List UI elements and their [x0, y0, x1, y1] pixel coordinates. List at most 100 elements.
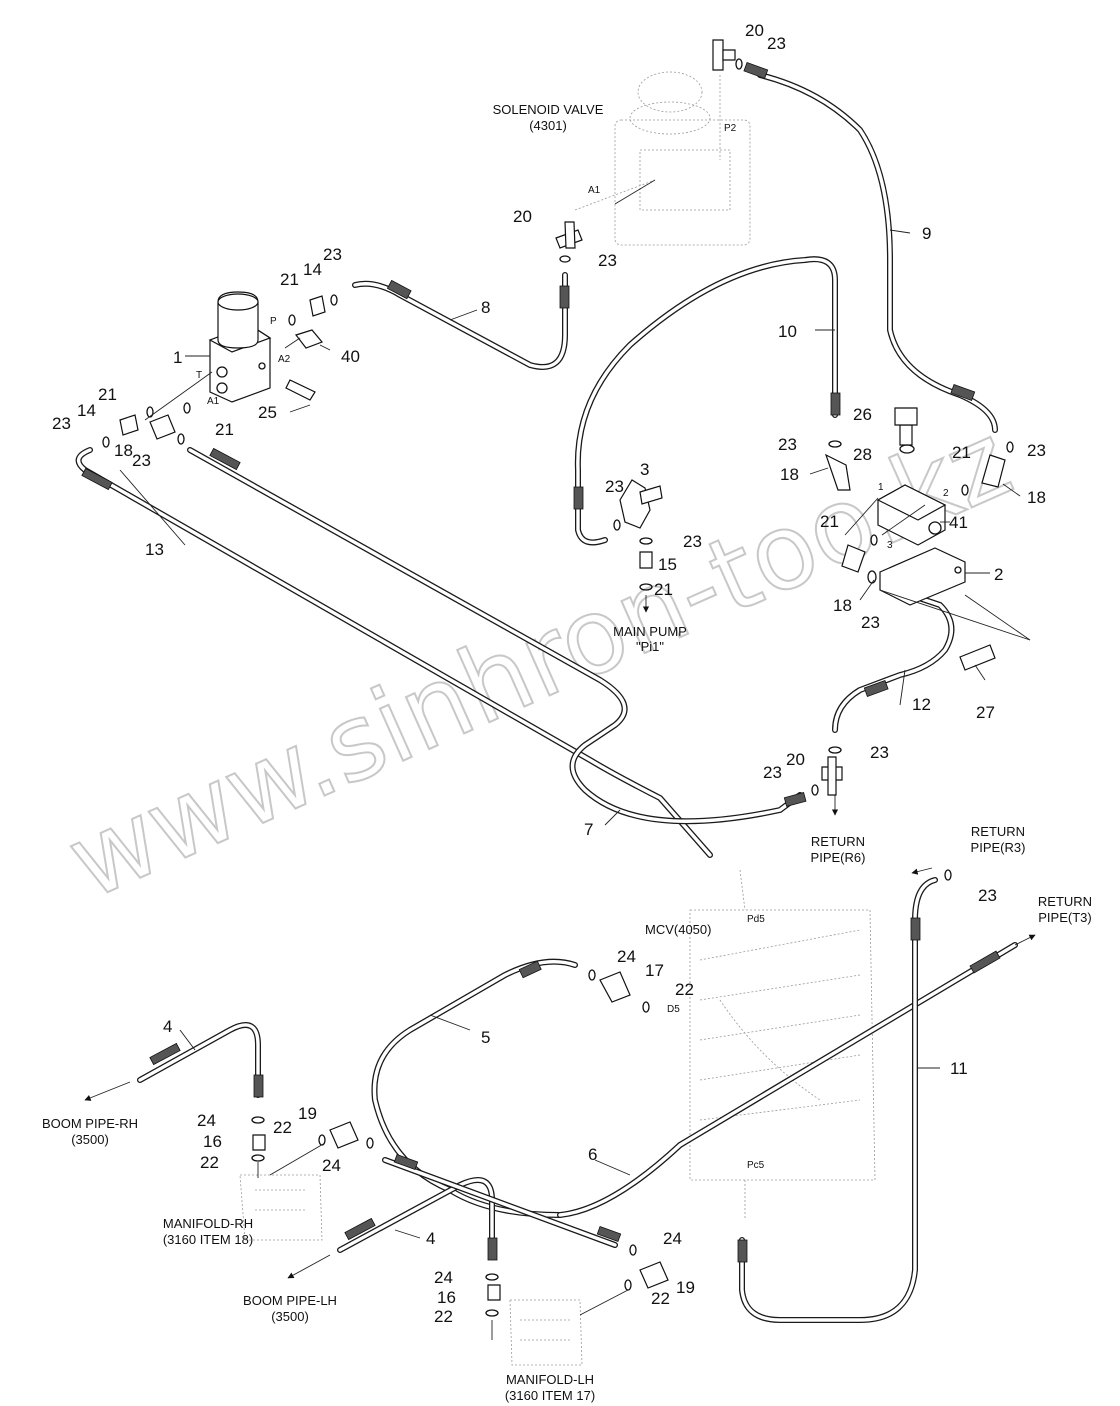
callout-24-c: 24 — [322, 1156, 341, 1175]
callout-25: 25 — [258, 403, 277, 422]
callout-18-b: 18 — [780, 465, 799, 484]
callout-19-a: 19 — [298, 1104, 317, 1123]
callout-27: 27 — [976, 703, 995, 722]
callout-24-e: 24 — [434, 1268, 453, 1287]
solenoid-valve-code: (4301) — [529, 118, 567, 133]
callout-11: 11 — [950, 1059, 968, 1078]
o-rings — [102, 58, 1014, 1317]
callout-22-e: 22 — [434, 1307, 453, 1326]
callout-12: 12 — [912, 695, 931, 714]
callout-23-i: 23 — [683, 532, 702, 551]
callout-22-c: 22 — [675, 980, 694, 999]
mcv-ghost — [689, 869, 876, 1220]
return-pipe-t3-code: PIPE(T3) — [1038, 910, 1091, 925]
callout-21-a: 21 — [280, 270, 299, 289]
solenoid-valve-label: SOLENOID VALVE — [493, 102, 604, 117]
callout-23-f: 23 — [778, 435, 797, 454]
solenoid-block — [208, 291, 272, 403]
manifold-lh-ghost — [509, 1299, 583, 1366]
hose-12 — [832, 587, 955, 733]
port-label-a2: A2 — [278, 354, 291, 365]
flow-arrows — [84, 595, 1036, 1279]
port-label-p2: P2 — [724, 123, 737, 134]
callout-13: 13 — [145, 540, 164, 559]
callout-1: 1 — [173, 348, 182, 367]
callout-23-g: 23 — [1027, 441, 1046, 460]
hose-5 — [371, 958, 578, 1218]
callout-6: 6 — [588, 1145, 597, 1164]
callout-4-rh: 4 — [163, 1017, 172, 1036]
return-pipe-r3-label: RETURN — [971, 824, 1025, 839]
callout-23-l: 23 — [763, 763, 782, 782]
port-label-pc5: Pc5 — [747, 1160, 765, 1171]
main-pump-label: MAIN PUMP — [613, 624, 687, 639]
hose-7 — [187, 447, 803, 825]
watermark: www.sinhron-too.kz — [50, 397, 1029, 923]
callout-9: 9 — [922, 224, 931, 243]
component-labels: SOLENOID VALVE (4301) MAIN PUMP "Pi1" MC… — [42, 102, 1092, 1403]
hose-9 — [757, 72, 998, 433]
return-pipe-r6-label: RETURN — [811, 834, 865, 849]
hose-13 — [75, 447, 713, 858]
callout-2: 2 — [994, 565, 1003, 584]
manifold-lh-label: MANIFOLD-LH — [506, 1372, 594, 1387]
callout-18-c: 18 — [1027, 488, 1046, 507]
callout-18-a: 18 — [114, 441, 133, 460]
boom-pipe-lh-label: BOOM PIPE-LH — [243, 1293, 337, 1308]
callout-20-c: 20 — [786, 750, 805, 769]
hose-10 — [574, 256, 838, 546]
port-label-p: P — [270, 316, 277, 327]
part-callouts: 1 2 3 4 4 5 6 7 8 9 10 11 12 13 14 14 15… — [52, 21, 1046, 1326]
callout-22-d: 22 — [651, 1289, 670, 1308]
callout-14-a: 14 — [303, 260, 322, 279]
manifold-lh-code: (3160 ITEM 17) — [505, 1388, 595, 1403]
manifold-rh-ghost — [239, 1174, 323, 1241]
callout-41: 41 — [949, 513, 968, 532]
callout-23-h: 23 — [605, 477, 624, 496]
callout-17: 17 — [645, 961, 664, 980]
callout-24-d: 24 — [663, 1229, 682, 1248]
port-label-b2: 2 — [943, 488, 949, 499]
callout-19-b: 19 — [676, 1278, 695, 1297]
callout-23-a: 23 — [767, 34, 786, 53]
valve-block-41 — [876, 484, 947, 546]
callout-40: 40 — [341, 347, 360, 366]
callout-23-k: 23 — [870, 743, 889, 762]
hose-6 — [557, 942, 1018, 1218]
hose-crimps — [81, 61, 1001, 1263]
return-pipe-r6-code: PIPE(R6) — [811, 850, 866, 865]
fittings — [119, 39, 1006, 1301]
callout-26: 26 — [853, 405, 872, 424]
callout-20-b: 20 — [513, 207, 532, 226]
callout-21-c: 21 — [215, 420, 234, 439]
solenoid-valve-ghost — [574, 71, 751, 246]
callout-23-e: 23 — [132, 451, 151, 470]
port-label-pd5: Pd5 — [747, 914, 765, 925]
manifold-rh-code: (3160 ITEM 18) — [163, 1232, 253, 1247]
boom-pipe-rh-code: (3500) — [71, 1132, 109, 1147]
callout-7: 7 — [584, 820, 593, 839]
mcv-label: MCV(4050) — [645, 922, 711, 937]
port-labels: P2 A1 P T A1 A2 Pd5 D5 Pc5 1 2 3 — [196, 123, 949, 1171]
port-label-t: T — [196, 370, 202, 381]
callout-16-a: 16 — [203, 1132, 222, 1151]
callout-21-f: 21 — [820, 512, 839, 531]
callout-28: 28 — [853, 445, 872, 464]
hose-manifold-lh — [382, 1157, 618, 1248]
hose-11 — [739, 877, 938, 1323]
callout-5: 5 — [481, 1028, 490, 1047]
callout-4-lh: 4 — [426, 1229, 435, 1248]
hose-8 — [352, 272, 568, 370]
callout-8: 8 — [481, 298, 490, 317]
callout-15: 15 — [658, 555, 677, 574]
return-pipe-t3-label: RETURN — [1038, 894, 1092, 909]
callout-3: 3 — [640, 460, 649, 479]
manifold-rh-label: MANIFOLD-RH — [163, 1216, 253, 1231]
hose-4-rh — [137, 1022, 261, 1098]
callout-23-c: 23 — [323, 245, 342, 264]
callout-24-a: 24 — [617, 947, 636, 966]
callout-22-b: 22 — [200, 1153, 219, 1172]
callout-23-j: 23 — [861, 613, 880, 632]
callout-23-d: 23 — [52, 414, 71, 433]
